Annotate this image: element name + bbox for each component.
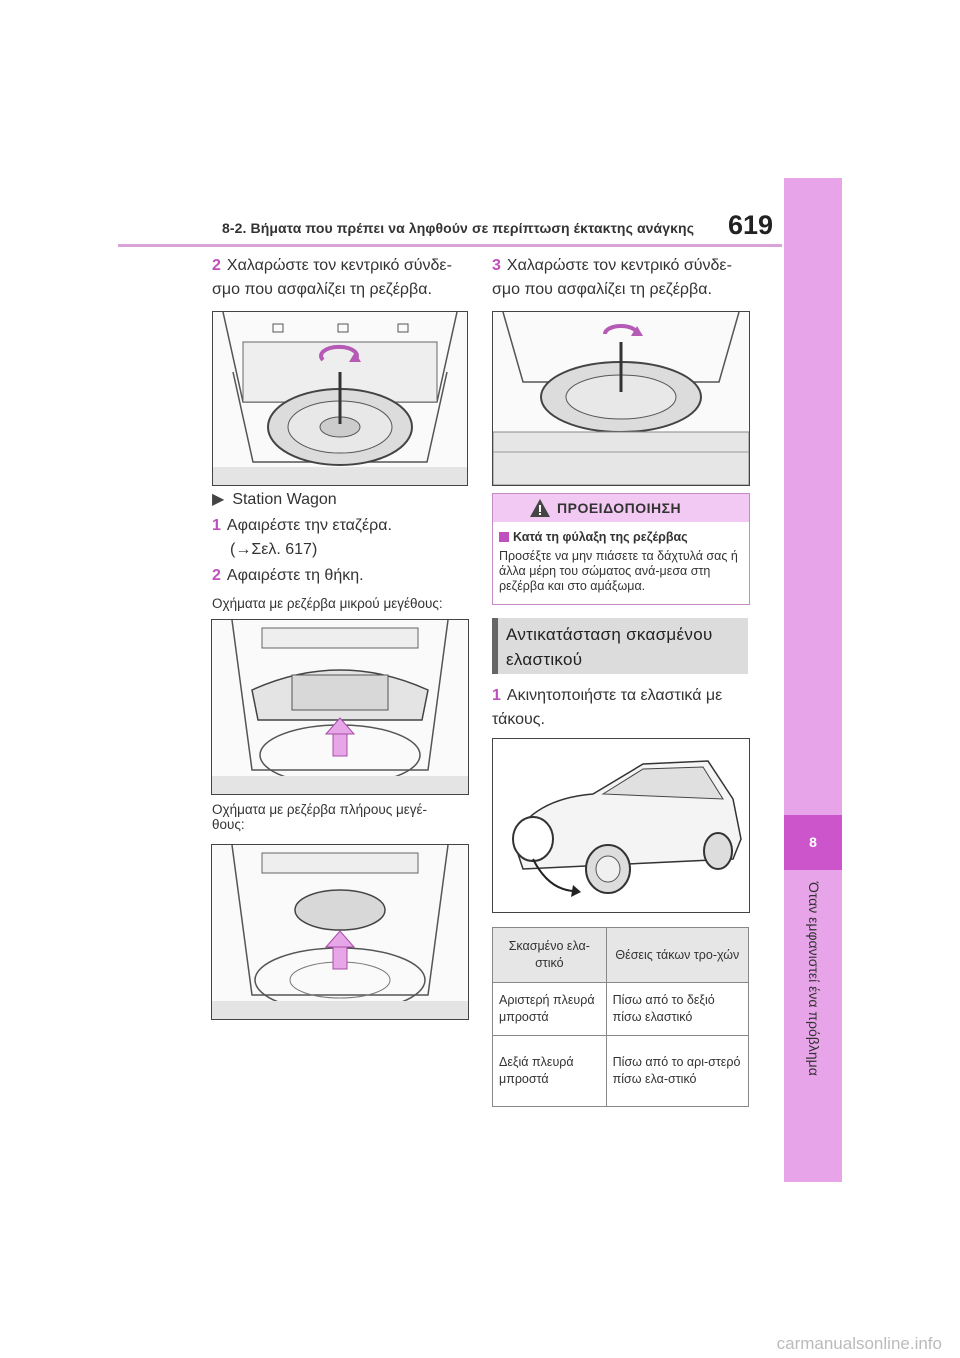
step-text: Αφαιρέστε την εταζέρα.: [226, 517, 392, 534]
page-number: 619: [728, 210, 774, 240]
hatchback-car-illustration: [493, 739, 749, 912]
step-number: 1: [492, 687, 501, 704]
caption-small-spare: Οχήματα με ρεζέρβα μικρού μεγέθους:: [212, 596, 443, 611]
warning-subtitle: Κατά τη φύλαξη της ρεζέρβας: [499, 530, 688, 544]
square-bullet-icon: [499, 532, 509, 542]
table-cell: Πίσω από το αρι-στερό πίσω ελα-στικό: [605, 1035, 750, 1107]
table-cell: Αριστερή πλευρά μπροστά: [492, 982, 607, 1036]
small-spare-trunk-illustration: [212, 620, 468, 794]
table-cell: Πίσω από το δεξιό πίσω ελαστικό: [605, 982, 750, 1036]
step-text: Ακινητοποιήστε τα ελαστικά με τάκους.: [492, 687, 723, 728]
figure-spare-tire-bolt: [212, 311, 468, 486]
table-row: Δεξιά πλευρά μπροστά Πίσω από το αρι-στε…: [492, 1035, 750, 1107]
footer-bar: [0, 1330, 960, 1358]
subsection-heading: Αντικατάσταση σκασμένου ελαστικού: [492, 618, 748, 674]
step-number: 1: [212, 517, 221, 534]
step-text: Χαλαρώστε τον κεντρικό σύνδε-σμο που ασφ…: [492, 257, 732, 298]
step-number: 2: [212, 257, 221, 274]
variant-text: Station Wagon: [232, 491, 337, 508]
warning-body: Προσέξτε να μην πιάσετε τα δάχτυλά σας ή…: [499, 549, 738, 593]
triangle-bullet-icon: ▶: [212, 491, 225, 508]
figure-hatchback-spare-bolt: [492, 311, 750, 486]
footer-url[interactable]: carmanualsonline.info: [776, 1334, 942, 1353]
table-header-cell: Σκασμένο ελα-στικό: [492, 927, 607, 983]
hatchback-spare-illustration: [493, 312, 749, 485]
figure-car-wheel-chock: [492, 738, 750, 913]
variant-label: ▶ Station Wagon: [212, 488, 467, 512]
subsection-title: Αντικατάσταση σκασμένου ελαστικού: [506, 625, 713, 669]
chapter-side-tab: [784, 178, 842, 1182]
step-text: Χαλαρώστε τον κεντρικό σύνδε-σμο που ασφ…: [212, 257, 452, 298]
step-number: 3: [492, 257, 501, 274]
table-header-cell: Θέσεις τάκων τρο-χών: [605, 927, 750, 983]
table-row: Αριστερή πλευρά μπροστά Πίσω από το δεξι…: [492, 982, 750, 1036]
chock-position-table: Σκασμένο ελα-στικό Θέσεις τάκων τρο-χών …: [492, 927, 750, 1107]
chapter-label: Όταν εμφανιστεί ένα πρόβλημα: [806, 882, 822, 1076]
header-rule: [118, 244, 782, 247]
table-cell: Δεξιά πλευρά μπροστά: [492, 1035, 607, 1107]
caption-full-spare: Οχήματα με ρεζέρβα πλήρους μεγέ-θους:: [212, 802, 428, 832]
warning-triangle-icon: [530, 499, 550, 517]
step-number: 2: [212, 567, 221, 584]
full-spare-trunk-illustration: [212, 845, 468, 1019]
step-text: Αφαιρέστε τη θήκη.: [226, 567, 364, 584]
step-2-remove-case: 2 Αφαιρέστε τη θήκη.: [212, 564, 467, 588]
figure-small-spare-case: [211, 619, 469, 795]
table-header-row: Σκασμένο ελα-στικό Θέσεις τάκων τρο-χών: [492, 927, 750, 983]
warning-title: ΠΡΟΕΙΔΟΠΟΙΗΣΗ: [557, 500, 682, 516]
step-1-remove-shelf: 1 Αφαιρέστε την εταζέρα.: [212, 514, 467, 538]
spare-tire-trunk-illustration: [213, 312, 467, 485]
chapter-number: 8: [784, 815, 842, 870]
warning-box: ΠΡΟΕΙΔΟΠΟΙΗΣΗ Κατά τη φύλαξη της ρεζέρβα…: [492, 493, 750, 605]
warning-subtitle-text: Κατά τη φύλαξη της ρεζέρβας: [513, 530, 688, 544]
figure-full-spare-case: [211, 844, 469, 1020]
section-title: 8-2. Βήματα που πρέπει να ληφθούν σε περ…: [222, 220, 695, 236]
step-1-page-ref: (→Σελ. 617): [230, 541, 318, 558]
